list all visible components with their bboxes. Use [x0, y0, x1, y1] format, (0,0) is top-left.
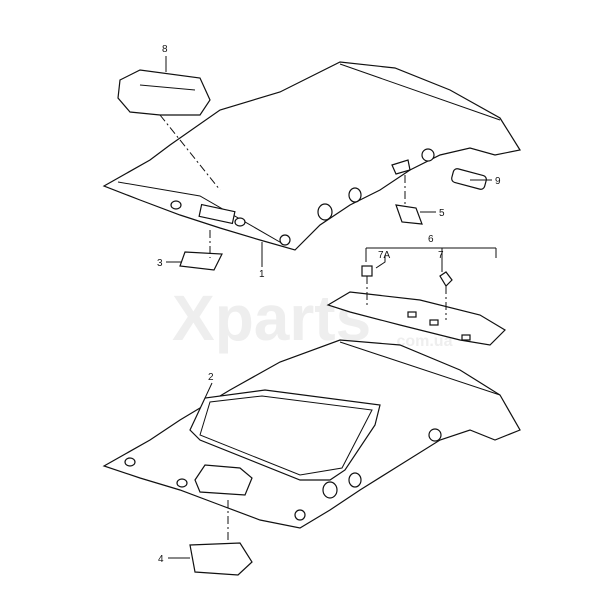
headliner-upper: [102, 61, 521, 251]
side-rail: [326, 265, 506, 346]
headliner-lower: [102, 339, 521, 540]
callout-6: 6: [428, 234, 434, 245]
callout-5: 5: [439, 208, 445, 219]
callout-7: 7: [438, 250, 444, 261]
callout-2: 2: [208, 372, 214, 383]
callout-7A: 7A: [378, 250, 391, 261]
clip-7A: [361, 265, 373, 277]
part-4: [189, 542, 253, 576]
callout-3: 3: [157, 258, 163, 269]
part-3: [179, 251, 223, 271]
dome-light-cutout: [391, 159, 411, 175]
callout-8: 8: [162, 44, 168, 55]
watermark-sub: .com.ua: [392, 333, 453, 350]
callout-4: 4: [158, 554, 164, 565]
part-5: [395, 204, 423, 225]
part-8-sound-insulation: [117, 69, 221, 191]
callout-9: 9: [495, 176, 501, 187]
part-9: [451, 168, 487, 190]
clip-7: [439, 271, 453, 287]
callout-1: 1: [259, 269, 265, 280]
